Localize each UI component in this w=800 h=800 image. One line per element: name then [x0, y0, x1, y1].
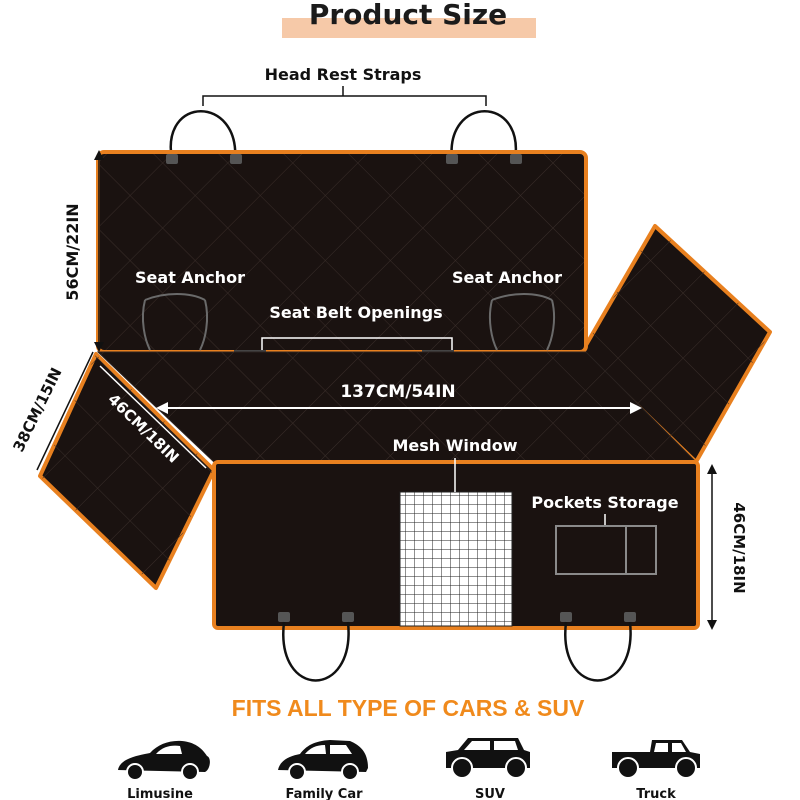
head-rest-strap-loops — [169, 110, 518, 161]
mesh-window: Mesh Window — [392, 436, 518, 627]
title-block: Product Size — [282, 0, 536, 38]
width-dimension: 137CM/54IN — [156, 382, 642, 414]
station-wagon-icon — [278, 740, 368, 781]
seat-anchor-right-label: Seat Anchor — [452, 268, 562, 287]
fits-all-cars-text: FITS ALL TYPE OF CARS & SUV — [232, 695, 585, 721]
head-rest-straps-callout: Head Rest Straps — [202, 65, 487, 106]
head-rest-bracket — [202, 86, 487, 106]
seat-belt-openings-label: Seat Belt Openings — [269, 303, 442, 322]
width-dimension-label: 137CM/54IN — [340, 382, 455, 402]
back-panel-quilt — [100, 154, 584, 350]
mesh-window-label: Mesh Window — [392, 436, 517, 455]
head-rest-straps-label: Head Rest Straps — [265, 65, 422, 84]
front-height-dimension-label: 46CM/18IN — [730, 502, 748, 593]
vehicles-row: Limusine Family Car SUV Truck — [118, 738, 700, 800]
title-highlight — [282, 18, 536, 38]
back-height-dimension: 56CM/22IN — [63, 150, 104, 352]
bottom-strap-loops — [278, 612, 636, 682]
vehicle-name-suv: SUV — [475, 787, 505, 800]
vehicle-name-family-car: Family Car — [285, 787, 363, 800]
pockets-storage: Pockets Storage — [531, 493, 679, 575]
page-title: Product Size — [309, 0, 507, 31]
seat-anchor-left-label: Seat Anchor — [135, 268, 245, 287]
seat-anchor-right: Seat Anchor — [452, 268, 562, 351]
vehicle-name-limusine: Limusine — [127, 787, 193, 800]
pickup-truck-icon — [612, 740, 700, 779]
right-side-flap-quilt — [582, 226, 770, 462]
pockets-storage-label: Pockets Storage — [531, 493, 678, 512]
strap-anchors-top — [166, 154, 522, 164]
left-side-flap-quilt — [40, 354, 214, 588]
suv-icon — [446, 738, 530, 779]
back-height-dimension-label: 56CM/22IN — [63, 203, 82, 300]
front-height-dimension: 46CM/18IN — [707, 464, 748, 630]
vehicle-name-truck: Truck — [636, 787, 676, 800]
sedan-car-icon — [118, 740, 210, 781]
seat-anchor-left: Seat Anchor — [135, 268, 245, 351]
